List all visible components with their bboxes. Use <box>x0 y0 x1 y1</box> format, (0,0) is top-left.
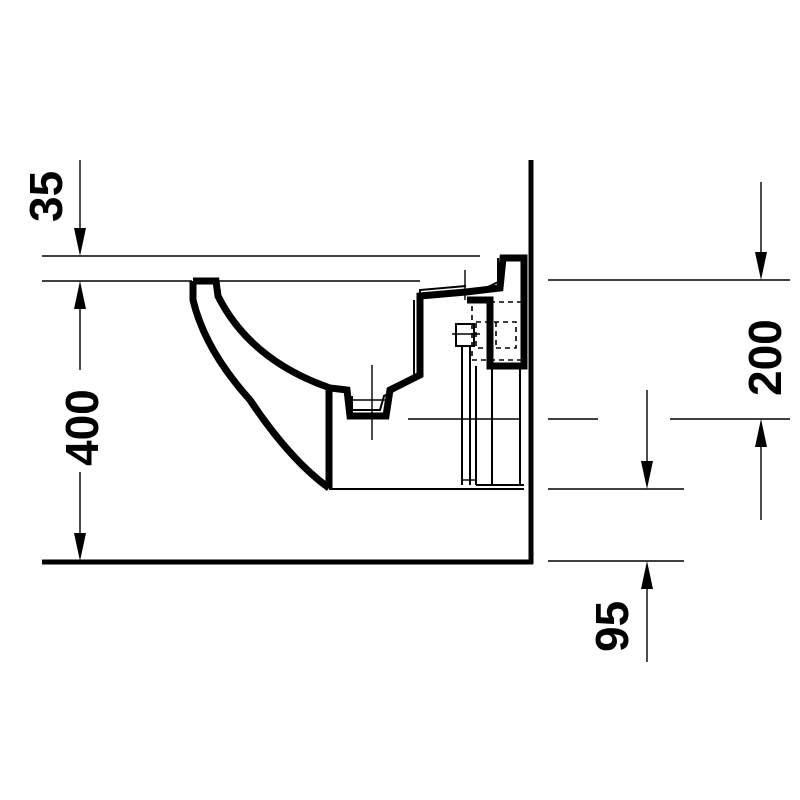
bidet-outer-profile <box>193 254 528 420</box>
dimension-95-label: 95 <box>586 601 638 652</box>
drain-center-mark <box>350 365 392 440</box>
dimension-200-label: 200 <box>739 319 791 396</box>
bidet-bowl-front <box>189 281 332 491</box>
dimension-400: 400 <box>54 370 108 472</box>
tap-fitting <box>421 270 523 361</box>
dimension-35: 35 <box>20 160 86 561</box>
dimension-95: 95 <box>586 390 653 662</box>
extension-lines <box>42 255 790 562</box>
wall-and-floor <box>42 160 534 565</box>
dimension-35-label: 35 <box>20 171 72 222</box>
dimension-200: 200 <box>739 182 791 520</box>
dimension-400-label: 400 <box>56 389 108 466</box>
bidet-outline <box>189 254 528 491</box>
